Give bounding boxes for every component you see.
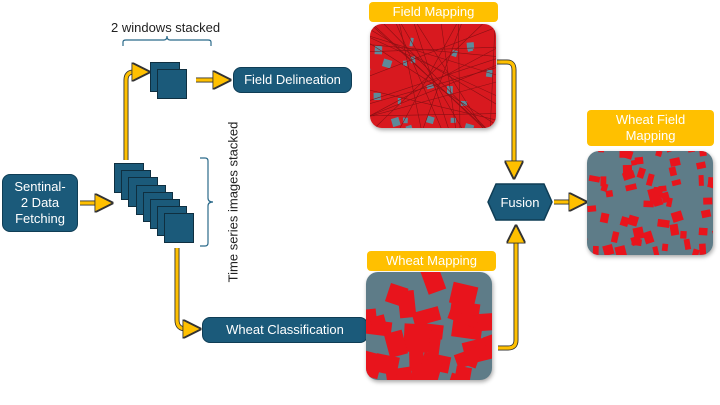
- map-parcel: [464, 123, 475, 128]
- windows-stacked-annotation: 2 windows stacked: [111, 20, 220, 35]
- map-parcel: [655, 151, 662, 157]
- arrow-wheat-mapping-to-fusion: [498, 234, 516, 348]
- time-series-stacked-annotation: Time series images stacked: [226, 122, 241, 283]
- map-parcel: [652, 246, 659, 255]
- map-parcel: [454, 366, 472, 380]
- map-field-boundary: [458, 24, 460, 128]
- map-parcel: [602, 244, 614, 255]
- map-parcel: [662, 243, 669, 251]
- map-field-boundary: [417, 24, 483, 128]
- map-parcel: [397, 290, 416, 318]
- map-parcel: [671, 179, 681, 186]
- map-parcel: [684, 239, 692, 250]
- map-parcel: [691, 249, 699, 255]
- map-parcel: [405, 125, 412, 128]
- map-parcel: [712, 229, 713, 240]
- map-parcel: [646, 173, 655, 186]
- map-parcel: [625, 183, 637, 191]
- map-parcel: [699, 175, 704, 186]
- windows-brace: [123, 36, 211, 46]
- map-parcel: [643, 201, 654, 208]
- fusion-node-label: Fusion: [488, 184, 552, 220]
- map-parcel: [699, 151, 707, 156]
- map-parcel: [703, 198, 712, 205]
- sentinel-data-fetching-node[interactable]: Sentinal- 2 Data Fetching: [2, 174, 78, 232]
- map-parcel: [619, 151, 626, 158]
- map-field-boundary: [370, 27, 496, 75]
- map-parcel: [707, 180, 713, 189]
- stacked-image-tile: [164, 213, 194, 243]
- map-parcel: [699, 228, 708, 236]
- map-field-boundary: [370, 65, 496, 115]
- map-parcel: [637, 167, 647, 179]
- map-field-boundary: [370, 45, 496, 57]
- map-parcel: [669, 166, 677, 176]
- map-parcel: [605, 190, 613, 197]
- arrow-stack-to-wheat-classification: [177, 248, 192, 329]
- wheat-classification-node[interactable]: Wheat Classification: [202, 317, 368, 343]
- map-parcel: [680, 231, 687, 239]
- field-mapping-image: [370, 24, 496, 128]
- map-parcel: [620, 216, 630, 227]
- map-parcel: [696, 161, 706, 169]
- wheat-mapping-tag: Wheat Mapping: [367, 251, 496, 271]
- map-parcel: [382, 58, 392, 68]
- map-parcel: [598, 151, 604, 152]
- map-parcel: [701, 209, 711, 218]
- map-field-boundary: [384, 24, 486, 128]
- map-parcel: [587, 205, 596, 212]
- map-parcel: [411, 365, 430, 380]
- map-parcel: [391, 117, 401, 127]
- map-parcel: [671, 210, 684, 223]
- map-parcel: [657, 219, 670, 228]
- map-parcel: [614, 245, 627, 255]
- field-mapping-tag: Field Mapping: [369, 2, 498, 22]
- wheat-mapping-image: [366, 272, 492, 380]
- wheat-field-mapping-image: [587, 151, 713, 255]
- map-parcel: [631, 160, 637, 166]
- map-parcel: [687, 151, 695, 153]
- map-parcel: [600, 213, 610, 224]
- field-delineation-node[interactable]: Field Delineation: [233, 67, 352, 93]
- map-parcel: [611, 231, 620, 243]
- arrow-stack-to-windows: [126, 72, 141, 160]
- time-series-brace: [200, 158, 213, 246]
- map-parcel: [589, 175, 601, 183]
- map-parcel: [669, 224, 679, 236]
- stacked-image-tile: [157, 69, 187, 99]
- arrow-field-mapping-to-fusion: [497, 62, 514, 170]
- map-parcel: [699, 243, 706, 254]
- map-field-boundary: [370, 47, 496, 52]
- map-parcel: [669, 157, 680, 167]
- map-parcel: [664, 151, 673, 153]
- map-parcel: [419, 272, 446, 295]
- map-parcel: [370, 66, 371, 73]
- map-parcel: [593, 246, 599, 255]
- wheat-field-mapping-tag: Wheat Field Mapping: [587, 110, 714, 146]
